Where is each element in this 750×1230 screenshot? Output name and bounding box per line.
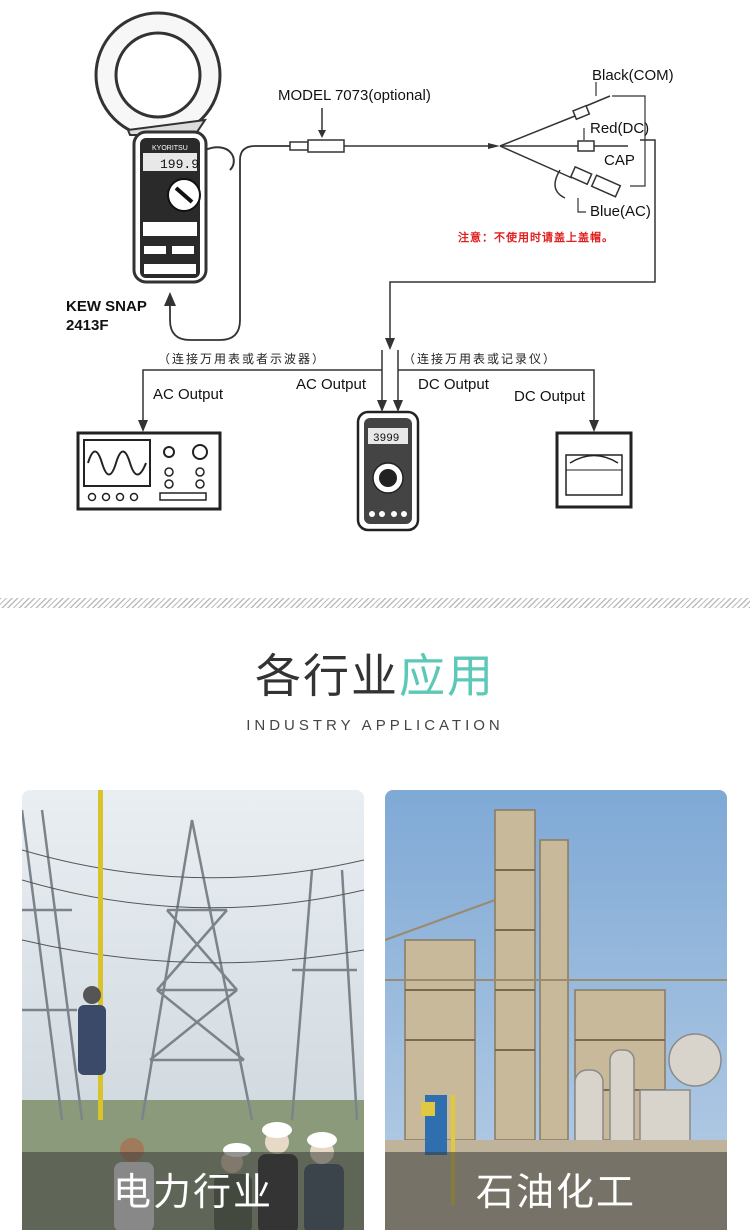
label-black-com: Black(COM): [592, 67, 674, 84]
adapter-model-7073: [289, 115, 578, 179]
model-label: MODEL 7073(optional): [278, 87, 431, 104]
section-title: 各行业应用: [0, 640, 750, 706]
multimeter-dc-output-label: DC Output: [418, 376, 490, 393]
section-divider: [0, 598, 750, 608]
label-blue-ac: Blue(AC): [590, 203, 651, 220]
label-cap: CAP: [604, 152, 635, 169]
clamp-lcd-value: 199.9: [160, 157, 199, 172]
device-name-line1: KEW SNAP: [66, 298, 147, 315]
probe-red: [577, 140, 628, 152]
recorder-device: [555, 431, 633, 509]
device-name-line2: 2413F: [66, 317, 109, 334]
section-title-main: 各行业: [255, 649, 399, 703]
multimeter-ac-output-label: AC Output: [296, 376, 367, 393]
section-subtitle: INDUSTRY APPLICATION: [246, 717, 504, 734]
clamp-meter-kew-snap: KYORITSU 199.9: [94, 11, 235, 284]
oscilloscope-output-label: AC Output: [153, 386, 224, 403]
recorder-output-label: DC Output: [514, 388, 586, 405]
industry-caption-petrochemical: 石油化工: [385, 1152, 727, 1230]
digital-multimeter-device: 3999: [356, 410, 420, 532]
brand-text: KYORITSU: [152, 145, 188, 152]
multimeter-lcd-value: 3999: [373, 433, 399, 445]
probe-blue-with-cap: [554, 165, 622, 199]
oscilloscope-device: [76, 431, 222, 511]
right-group-caption: （连接万用表或记录仪）: [403, 351, 557, 366]
industry-card-power[interactable]: 电力行业: [22, 790, 364, 1230]
probe-black: [572, 95, 611, 121]
connection-diagram: KYORITSU 199.9 KEW SNAP 2413F MODEL 7073…: [66, 11, 674, 532]
label-red-dc: Red(DC): [590, 120, 649, 137]
left-group-caption: （连接万用表或者示波器）: [158, 351, 326, 366]
clamp-output-cable: [169, 145, 300, 341]
cap-note: 注意：不使用时请盖上盖帽。: [458, 230, 614, 244]
industry-caption-power: 电力行业: [22, 1152, 364, 1230]
section-title-accent: 应用: [399, 649, 495, 703]
industry-card-petrochemical[interactable]: 石油化工: [385, 790, 727, 1230]
